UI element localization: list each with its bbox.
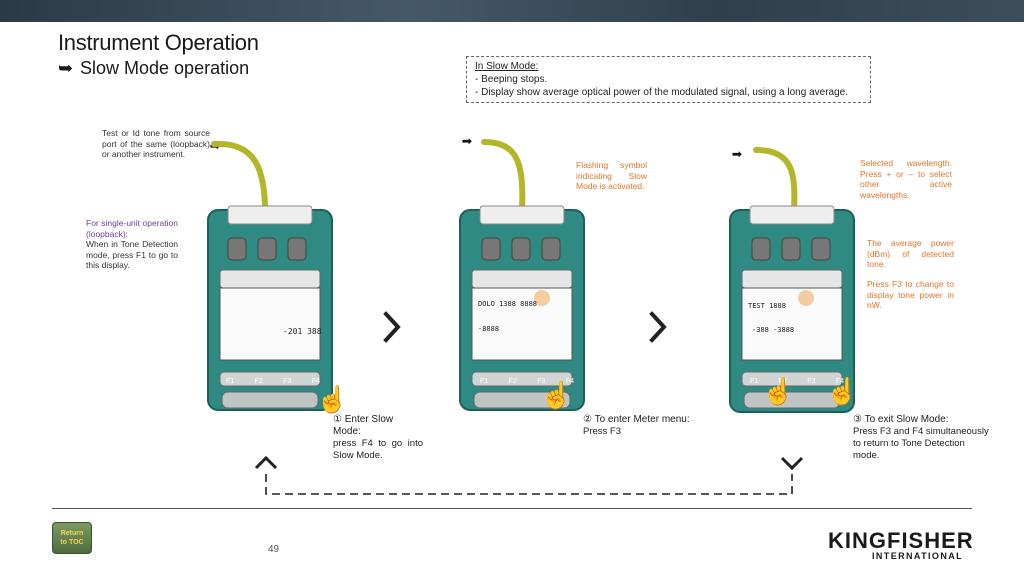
single-unit-body: When in Tone Detection mode, press F1 to…	[86, 239, 178, 270]
return-to-toc-button[interactable]: Return to TOC	[52, 522, 92, 554]
step-2: ② To enter Meter menu: Press F3	[583, 414, 703, 438]
info-item: - Display show average optical power of …	[475, 87, 848, 98]
single-unit-heading: For single-unit operation (loopback):	[86, 218, 178, 239]
f2-key[interactable]: F2	[254, 378, 263, 385]
step-1: ① Enter Slow Mode: press F4 to go into S…	[333, 414, 423, 462]
f4-key[interactable]: F4	[835, 378, 844, 385]
hand-pointer-icon: ☝	[316, 384, 349, 414]
single-unit-note: For single-unit operation (loopback): Wh…	[86, 218, 178, 271]
arrow-right-icon: ➟	[732, 147, 743, 161]
lcd-readout-2a: DOLO 1388 8888	[478, 300, 538, 308]
info-heading: In Slow Mode:	[475, 61, 539, 72]
page-subtitle: ➥ Slow Mode operation	[58, 58, 249, 79]
f2-key[interactable]: F2	[508, 378, 517, 385]
source-note: Test or Id tone from source port of the …	[102, 128, 210, 159]
f1-key[interactable]: F1	[750, 378, 759, 385]
step-heading: ③ To exit Slow Mode:	[853, 414, 949, 425]
slow-mode-info-box: In Slow Mode: - Beeping stops. - Display…	[466, 56, 871, 103]
press-f3-note: Press F3 to change to display tone power…	[867, 279, 954, 310]
header-band	[0, 0, 1024, 22]
f1-key[interactable]: F1	[480, 378, 489, 385]
function-keys-1: F1 F2 F3 F4	[226, 378, 320, 385]
function-keys-2: F1 F2 F3 F4	[480, 378, 574, 385]
function-keys-3: F1 F2 F3 F4	[750, 378, 844, 385]
arrow-right-icon: ➥	[58, 58, 74, 78]
f3-key[interactable]: F3	[283, 378, 292, 385]
toc-line: Return	[60, 530, 84, 537]
hand-pointer-icon: ☝	[826, 376, 859, 406]
instrument-device-3	[729, 147, 855, 413]
selected-wavelength-note: Selected wavelength. Press + or – to sel…	[860, 158, 952, 200]
f1-key[interactable]: F1	[226, 378, 235, 385]
lcd-readout-3b: -388 -3888	[752, 326, 795, 334]
toc-line: to TOC	[60, 539, 84, 546]
step-body: Press F3	[583, 426, 622, 437]
f3-key[interactable]: F3	[807, 378, 816, 385]
arrow-right-icon: ➟	[462, 134, 473, 148]
subtitle-text: Slow Mode operation	[80, 58, 250, 78]
kingfisher-logo-sub: INTERNATIONAL	[872, 551, 964, 561]
step-body: press F4 to go into Slow Mode.	[333, 438, 423, 461]
chevron-right-icon	[383, 311, 401, 343]
lcd-readout-2b: -8888	[478, 325, 500, 333]
page-number: 49	[268, 544, 280, 555]
step-heading: ① Enter Slow Mode:	[333, 414, 394, 437]
flashing-symbol-note: Flashing symbol indicating Slow Mode is …	[576, 160, 647, 191]
lcd-readout-1: -201 388	[283, 327, 322, 336]
f3-key[interactable]: F3	[537, 378, 546, 385]
hand-pointer-icon: ☝	[762, 376, 795, 406]
info-item: - Beeping stops.	[475, 74, 548, 85]
footer-divider	[52, 508, 972, 509]
step-heading: ② To enter Meter menu:	[583, 414, 690, 425]
instrument-device-1	[207, 140, 333, 411]
average-power-note: The average power (dBm) of detected tone…	[867, 238, 954, 269]
f2-key[interactable]: F2	[778, 378, 787, 385]
lcd-readout-3a: TEST 1888	[748, 302, 786, 310]
step-3: ③ To exit Slow Mode: Press F3 and F4 sim…	[853, 414, 993, 462]
return-loop-path	[254, 455, 804, 495]
step-body: Press F3 and F4 simultaneously to return…	[853, 426, 989, 461]
instrument-device-2	[459, 139, 585, 411]
chevron-right-icon	[649, 311, 667, 343]
page-title: Instrument Operation	[58, 30, 259, 55]
f4-key[interactable]: F4	[311, 378, 320, 385]
f4-key[interactable]: F4	[565, 378, 574, 385]
hand-pointer-icon: ☝	[540, 380, 573, 410]
kingfisher-logo: KINGFISHER	[828, 528, 974, 553]
